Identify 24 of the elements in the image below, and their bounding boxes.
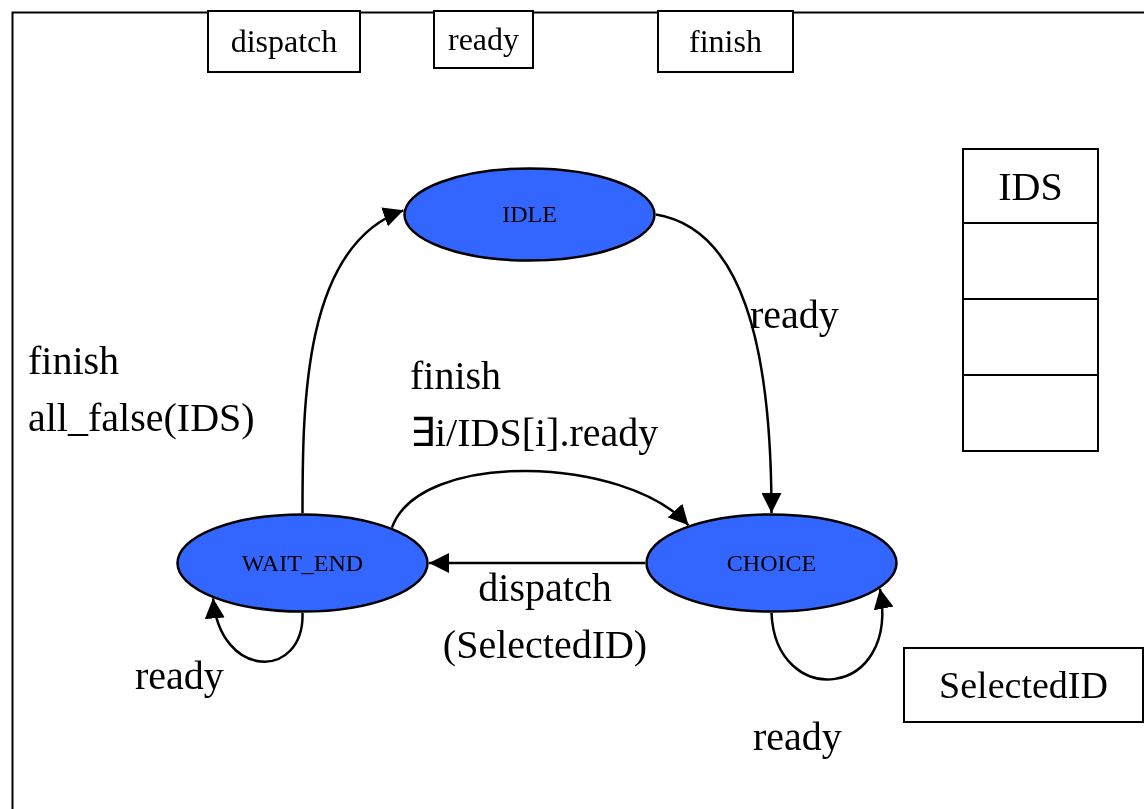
signal-box xyxy=(207,10,361,73)
transition-arrow xyxy=(655,213,782,514)
signal-name: ready xyxy=(447,21,520,58)
edge-label: ready xyxy=(135,652,224,700)
edge-label: ready xyxy=(750,291,839,339)
transition-arrow xyxy=(770,588,892,681)
edge-label: finish ∃i/IDS[i].ready xyxy=(410,352,660,457)
signal-name: dispatch xyxy=(230,23,338,60)
edge-label: dispatch (SelectedID) xyxy=(441,564,649,669)
signal-box xyxy=(903,647,1144,723)
transition-arrow xyxy=(206,598,304,663)
signal-name: SelectedID xyxy=(939,663,1108,707)
edge-label: ready xyxy=(753,713,842,761)
transition-arrow xyxy=(429,553,645,573)
table-header: IDS xyxy=(998,162,1063,210)
signal-box xyxy=(657,10,794,73)
state-name: IDLE xyxy=(502,201,557,228)
edge-label: finish all_false(IDS) xyxy=(28,337,256,442)
signal-box xyxy=(433,10,534,69)
transition-arrow xyxy=(301,209,405,513)
state-name: WAIT_END xyxy=(241,549,364,577)
state-name: CHOICE xyxy=(726,549,817,577)
signal-name: finish xyxy=(689,23,762,60)
transition-arrow xyxy=(390,469,690,529)
